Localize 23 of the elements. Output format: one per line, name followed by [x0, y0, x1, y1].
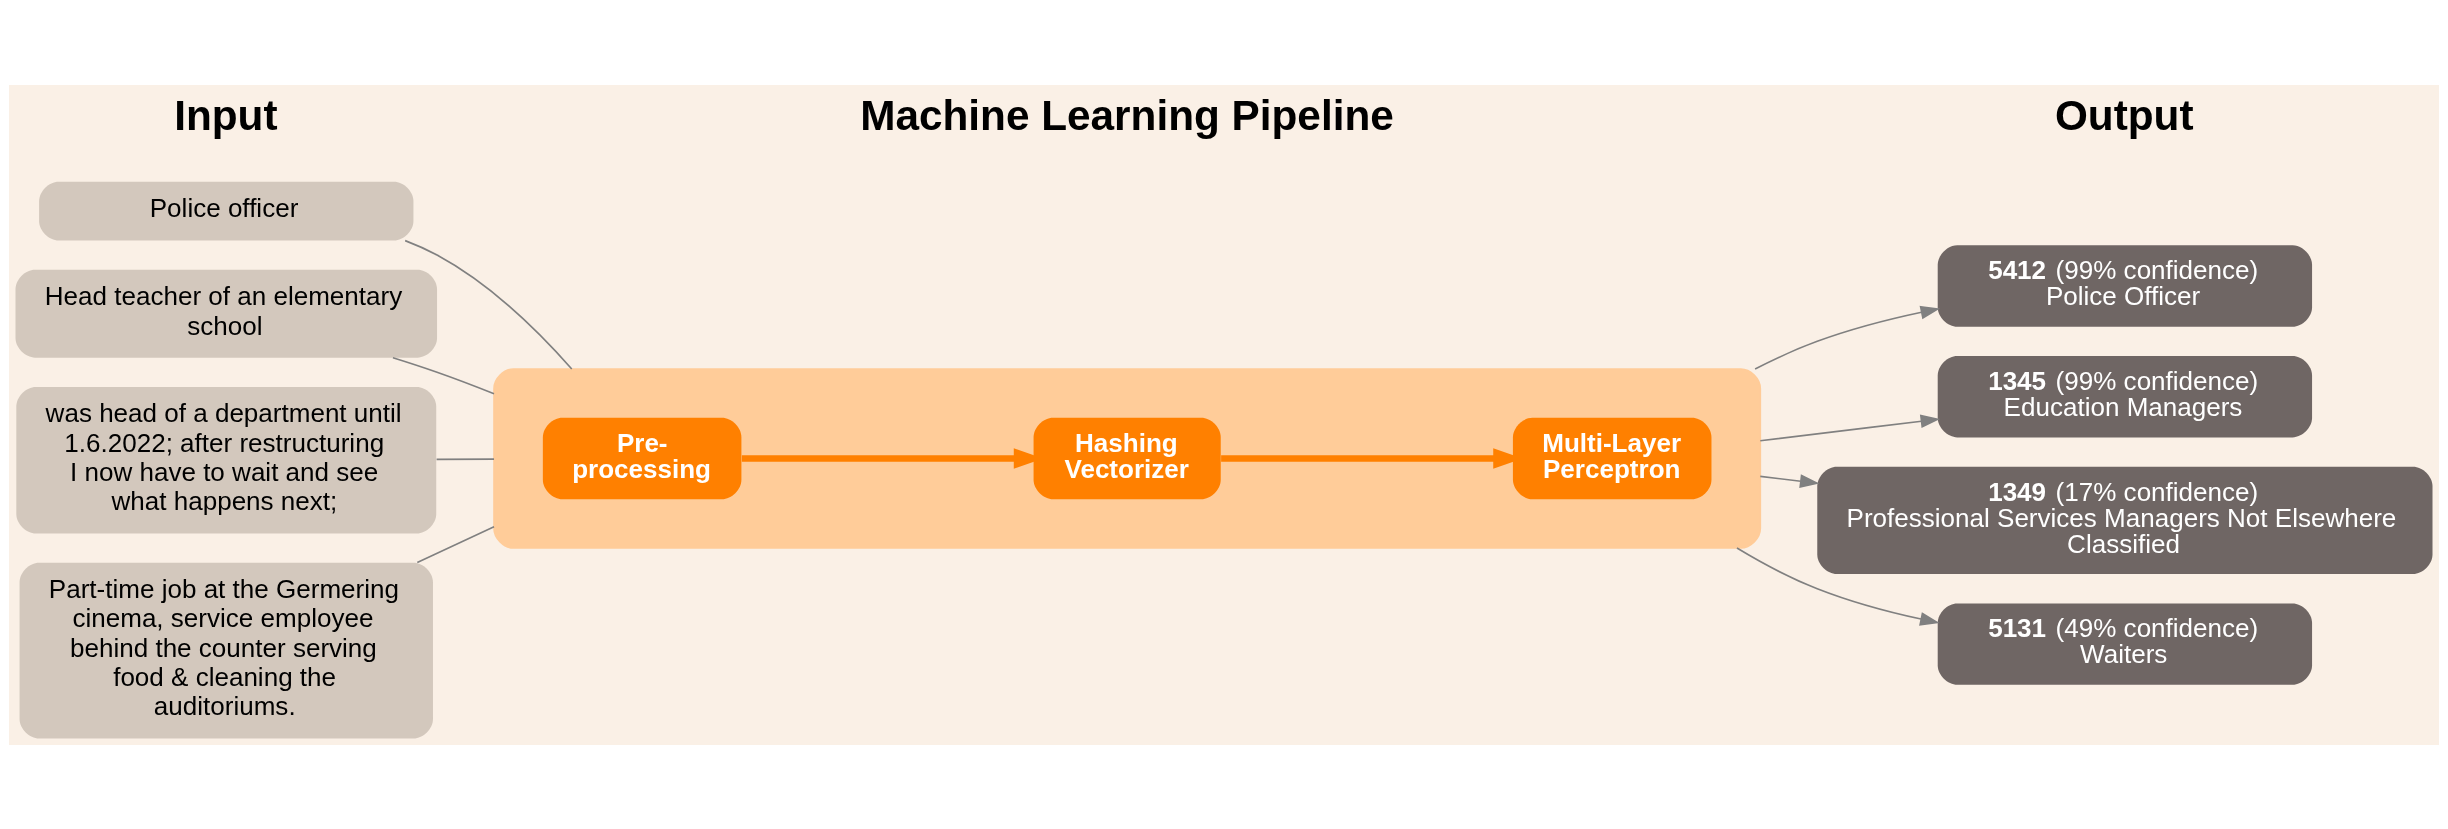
node-box: 5412 (99% confidence) Police Officer	[1937, 244, 2313, 327]
label: Machine Learning Pipeline	[860, 91, 1394, 139]
node-box: 5131 (49% confidence) Waiters	[1937, 602, 2313, 685]
arrow	[1759, 413, 1941, 442]
node-box: was head of a department until 1.6.2022; after restructuring I now have to wait and see what happens next;	[16, 386, 437, 533]
connector	[435, 457, 495, 460]
connector	[392, 356, 495, 395]
arrow	[1754, 305, 1941, 370]
connector	[404, 239, 573, 370]
node-box: Pre-processing	[542, 417, 742, 499]
connector	[416, 525, 495, 563]
node-box: 1349 (17% confidence) Professional Services Managers Not Elsewhere Classified	[1817, 466, 2433, 574]
label: Output	[2054, 91, 2194, 139]
label: Input	[174, 91, 278, 139]
node-box: Part-time job at the Germering cinema, service employee behind the counter serving food & cleaning the auditoriums.	[19, 562, 433, 738]
node-box: Multi-Layer Perceptron	[1512, 417, 1712, 499]
node-box: Head teacher of an elementary school	[15, 269, 438, 358]
node-box: Hashing Vectorizer	[1033, 417, 1221, 499]
node-box: 1345 (99% confidence) Education Managers	[1937, 355, 2313, 437]
node-box: Police officer	[39, 181, 414, 240]
arrow	[1736, 546, 1940, 626]
arrow	[1759, 473, 1820, 488]
cluster	[493, 367, 1762, 549]
